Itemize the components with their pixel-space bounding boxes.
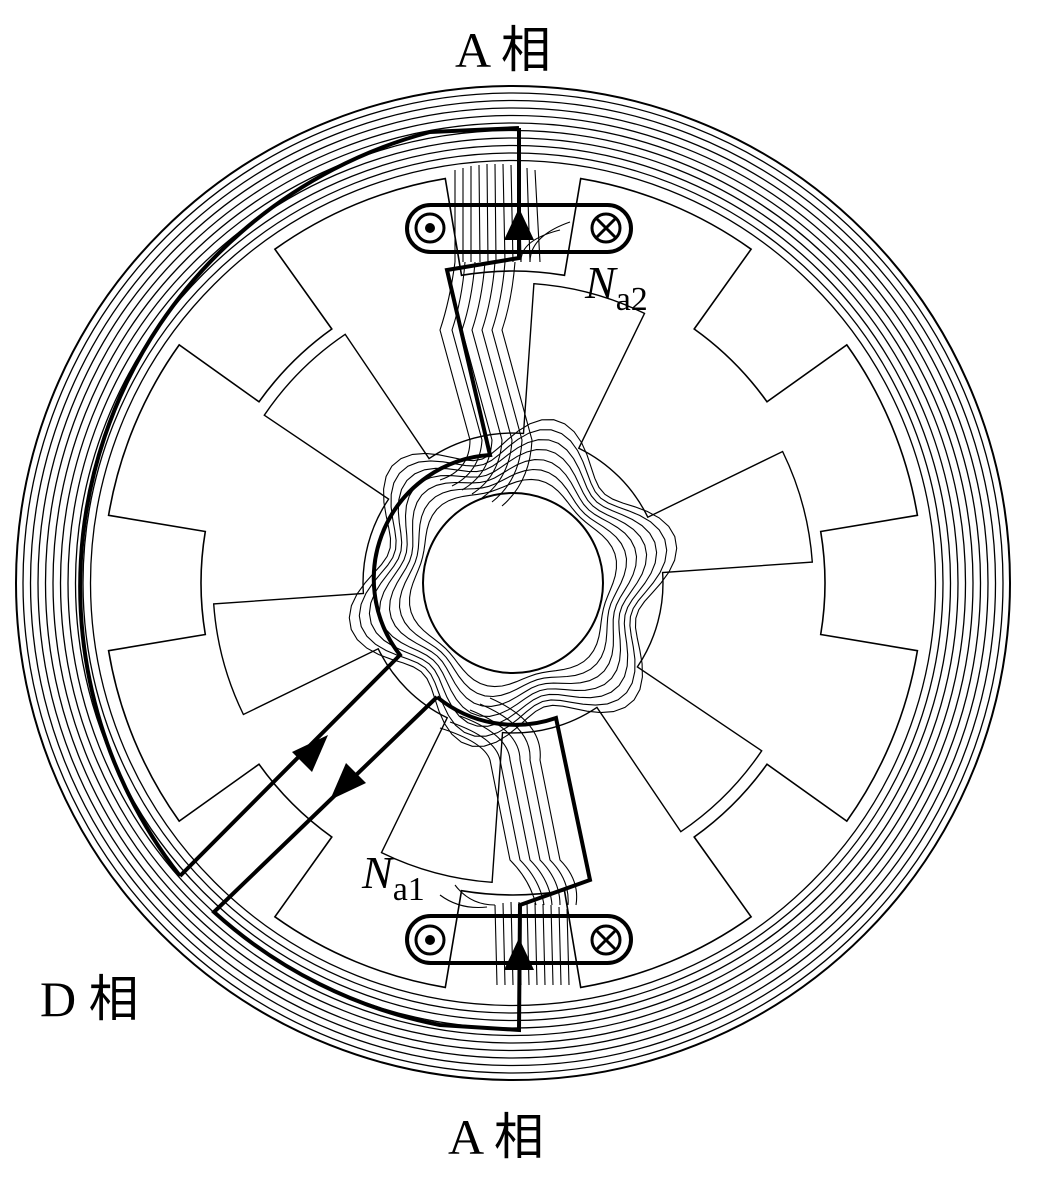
coil-na1-subscript: a1 [393, 871, 425, 908]
aphase-tooth-flux-top [439, 163, 571, 507]
flux-path-loop [78, 126, 593, 1033]
label-coil-na1: Na1 [361, 847, 425, 908]
label-phase-d: D 相 [40, 971, 139, 1027]
backiron-flux-line [22, 92, 1004, 1074]
backiron-flux-line [52, 122, 974, 1044]
arrowhead-icon [504, 208, 534, 240]
coil-na2 [405, 203, 633, 254]
coil-na2-body [405, 203, 633, 254]
backiron-flux-line [44, 114, 982, 1052]
shaft [422, 492, 604, 674]
stator-outer-boundary [15, 85, 1011, 1081]
backiron-flux-line [37, 107, 989, 1059]
rotor-outline [212, 282, 814, 884]
label-coil-na2: Na2 [584, 257, 648, 318]
rotor-flux-line [368, 439, 658, 727]
coil-na2-subscript: a2 [616, 281, 648, 318]
coil-na2-symbol: N [584, 257, 618, 308]
flux-arrows [292, 208, 534, 970]
rotor-flux-lines [348, 419, 678, 747]
aphase-tooth-flux-bottom [439, 697, 578, 986]
coil-na1-symbol: N [361, 847, 395, 898]
rotor-flux-line [348, 419, 678, 747]
backiron-flux-lines [22, 92, 1004, 1074]
rotor-flux-line [378, 449, 648, 717]
aphase-flux-path-outer [178, 128, 521, 878]
label-phase-a-bottom: A 相 [448, 1109, 544, 1165]
rotor-flux-line [388, 459, 638, 707]
backiron-flux-line [82, 152, 944, 1014]
backiron-flux-line [89, 159, 937, 1007]
arrowhead-icon [504, 938, 534, 970]
rotor-flux-line [398, 468, 628, 698]
coil-na1 [405, 914, 633, 965]
aphase-flux-path-return [78, 126, 520, 878]
arrowhead-icon [292, 735, 328, 772]
arrowhead-icon [330, 763, 366, 800]
current-out-icon [414, 924, 446, 956]
stator-inner-boundary [107, 177, 919, 989]
current-in-icon [590, 924, 622, 956]
current-in-icon [590, 212, 622, 244]
coil-na1-body [405, 914, 633, 965]
label-phase-a-top: A 相 [455, 22, 551, 78]
current-out-icon [414, 212, 446, 244]
dphase-flux-path-inner [211, 695, 593, 1033]
rotor-flux-line [409, 478, 617, 688]
backiron-flux-line [74, 144, 952, 1022]
backiron-flux-line [59, 129, 967, 1037]
backiron-flux-line [29, 99, 997, 1067]
